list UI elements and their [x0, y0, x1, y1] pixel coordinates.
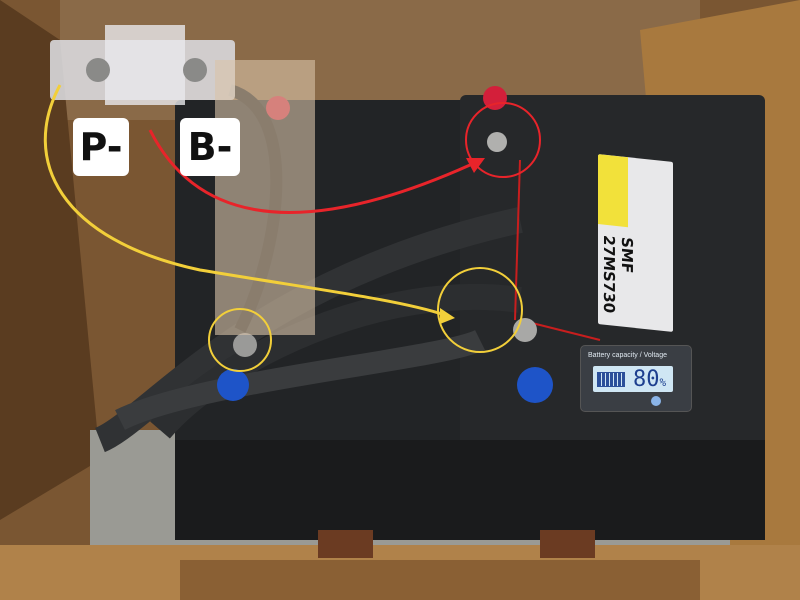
monitor-lcd: 80% — [593, 366, 673, 392]
bracket — [318, 530, 373, 558]
terminal-bolt — [487, 132, 507, 152]
cabinet-left-panel — [0, 0, 100, 520]
bus-bar-bolt — [183, 58, 207, 82]
negative-terminal-cap — [217, 369, 249, 401]
bus-bar-bolt — [86, 58, 110, 82]
bus-bar-cover — [105, 25, 185, 105]
monitor-title: Battery capacity / Voltage — [588, 352, 667, 359]
label-b-minus: B- — [180, 118, 240, 176]
red-arrow — [148, 129, 471, 214]
terminal-bolt — [233, 333, 257, 357]
yellow-arrow — [43, 84, 446, 317]
tape-strip — [215, 60, 315, 335]
battery-monitor: Battery capacity / Voltage 80% — [580, 345, 692, 412]
negative-terminal-cap — [517, 367, 553, 403]
bracket — [540, 530, 595, 558]
monitor-button[interactable] — [651, 396, 661, 406]
battery-base — [175, 440, 765, 540]
cable — [115, 329, 485, 430]
yellow-highlight-circle — [437, 267, 523, 353]
capacity-readout: 80% — [633, 367, 666, 392]
capacity-unit: % — [659, 376, 667, 389]
battery-label: SMF 27MS730 — [598, 154, 673, 332]
battery-model: SMF 27MS730 — [600, 234, 636, 315]
yellow-arrowhead — [440, 308, 455, 324]
red-highlight-circle — [465, 102, 541, 178]
capacity-value: 80 — [633, 367, 660, 392]
label-p-minus: P- — [73, 118, 129, 176]
yellow-highlight-circle — [208, 308, 272, 372]
front-rail-shadow — [180, 560, 700, 600]
battery-level-icon — [597, 372, 625, 387]
label-warning-strip — [598, 154, 628, 228]
